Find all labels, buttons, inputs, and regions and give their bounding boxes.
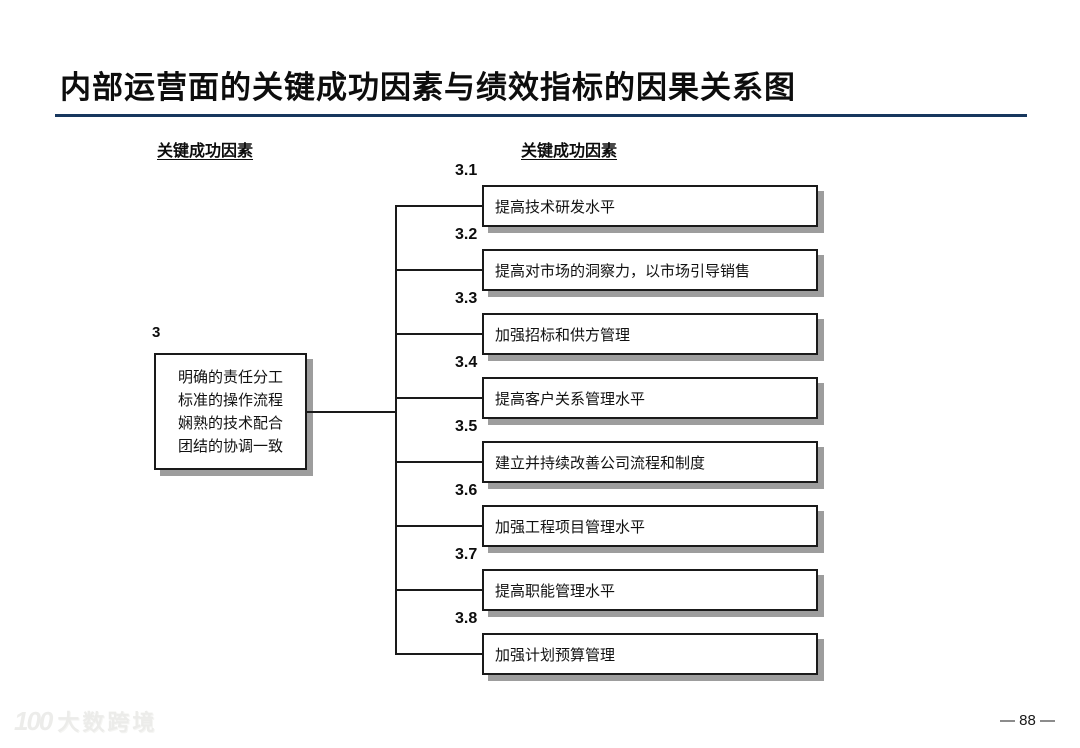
factor-box: 提高技术研发水平 xyxy=(482,185,818,227)
source-node-line: 标准的操作流程 xyxy=(177,391,283,409)
page-number: — 88 — xyxy=(1000,712,1056,729)
connector-branch-7 xyxy=(396,589,483,591)
factor-row: 3.3 加强招标和供方管理 xyxy=(455,289,835,355)
connector-trunk xyxy=(395,205,397,655)
source-node-line: 团结的协调一致 xyxy=(177,437,283,455)
connector-source-to-trunk xyxy=(306,411,396,413)
factor-row: 3.4 提高客户关系管理水平 xyxy=(455,353,835,419)
factor-text: 加强工程项目管理水平 xyxy=(495,518,646,536)
connector-branch-3 xyxy=(396,333,483,335)
factor-row: 3.7 提高职能管理水平 xyxy=(455,545,835,611)
watermark-text: 大数跨境 xyxy=(57,710,158,735)
factor-box: 建立并持续改善公司流程和制度 xyxy=(482,441,818,483)
factor-box: 加强工程项目管理水平 xyxy=(482,505,818,547)
factor-box: 提高职能管理水平 xyxy=(482,569,818,611)
source-node-box: 明确的责任分工 标准的操作流程 娴熟的技术配合 团结的协调一致 xyxy=(154,353,307,470)
source-node-label: 3 xyxy=(152,324,161,341)
title-divider xyxy=(55,114,1027,117)
connector-branch-1 xyxy=(396,205,483,207)
connector-branch-4 xyxy=(396,397,483,399)
factor-text: 提高客户关系管理水平 xyxy=(495,390,646,408)
source-node-line: 明确的责任分工 xyxy=(177,368,283,386)
factor-text: 提高技术研发水平 xyxy=(495,198,616,216)
factor-label: 3.3 xyxy=(455,290,478,307)
factor-label: 3.8 xyxy=(455,610,478,627)
factor-row: 3.8 加强计划预算管理 xyxy=(455,609,835,675)
factor-text: 加强计划预算管理 xyxy=(495,646,616,664)
source-node-line: 娴熟的技术配合 xyxy=(177,414,283,432)
factor-label: 3.2 xyxy=(455,226,478,243)
factor-label: 3.6 xyxy=(455,482,478,499)
factor-text: 加强招标和供方管理 xyxy=(495,326,631,344)
connector-branch-5 xyxy=(396,461,483,463)
factor-box: 提高对市场的洞察力，以市场引导销售 xyxy=(482,249,818,291)
factor-box: 加强招标和供方管理 xyxy=(482,313,818,355)
factor-row: 3.2 提高对市场的洞察力，以市场引导销售 xyxy=(455,225,835,291)
factor-box: 加强计划预算管理 xyxy=(482,633,818,675)
factor-text: 提高职能管理水平 xyxy=(495,582,616,600)
factor-text: 建立并持续改善公司流程和制度 xyxy=(495,454,706,472)
connector-branch-6 xyxy=(396,525,483,527)
factor-row: 3.5 建立并持续改善公司流程和制度 xyxy=(455,417,835,483)
watermark-logo-icon: 100 xyxy=(14,705,53,736)
column-header-right: 关键成功因素 xyxy=(521,143,618,160)
factor-label: 3.1 xyxy=(455,162,478,179)
factor-label: 3.4 xyxy=(455,354,478,371)
factor-row: 3.1 提高技术研发水平 xyxy=(455,161,835,227)
factor-text: 提高对市场的洞察力，以市场引导销售 xyxy=(495,262,751,280)
page-title: 内部运营面的关键成功因素与绩效指标的因果关系图 xyxy=(60,70,796,105)
watermark: 100 大数跨境 xyxy=(14,705,157,737)
factor-label: 3.7 xyxy=(455,546,478,563)
factor-label: 3.5 xyxy=(455,418,478,435)
connector-branch-8 xyxy=(396,653,483,655)
column-header-left: 关键成功因素 xyxy=(157,143,254,160)
factor-row: 3.6 加强工程项目管理水平 xyxy=(455,481,835,547)
connector-branch-2 xyxy=(396,269,483,271)
factor-box: 提高客户关系管理水平 xyxy=(482,377,818,419)
